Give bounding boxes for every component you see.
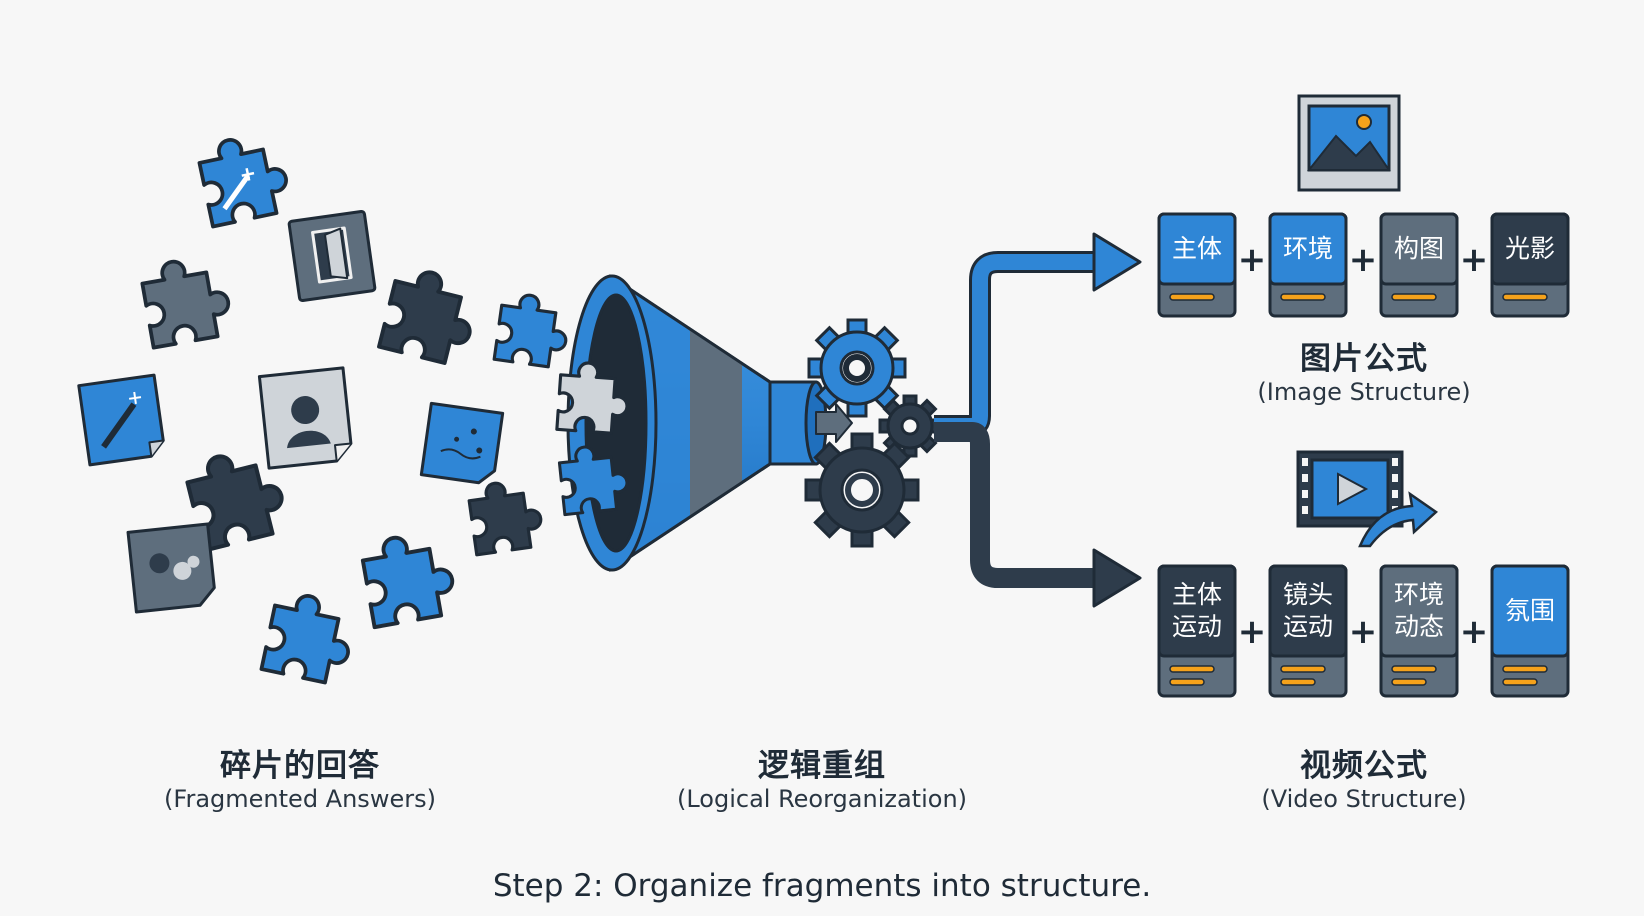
gear-blue-icon [807, 318, 907, 418]
video-icon [1296, 450, 1439, 548]
image-label-1: 主体 [1171, 234, 1222, 263]
puzzle-piece-blue-small [492, 289, 573, 371]
video-label-3: 环境 动态 [1393, 580, 1444, 641]
video-block-1 [1157, 564, 1237, 698]
video-label-2: 镜头 运动 [1282, 580, 1333, 641]
logical-label: 逻辑重组 (Logical Reorganization) [677, 740, 967, 813]
puzzle-piece-blue-mid [357, 527, 460, 630]
puzzle-piece-dark-small [465, 476, 547, 557]
fragmented-label: 碎片的回答 (Fragmented Answers) [164, 740, 436, 813]
video-plus-3: + [1459, 612, 1489, 652]
funnel [555, 274, 853, 572]
video-structure-subtitle: (Video Structure) [1261, 785, 1467, 813]
video-block-4 [1490, 564, 1570, 698]
video-plus-1: + [1237, 612, 1267, 652]
puzzle-piece-dark [377, 262, 484, 370]
video-structure-title: 视频公式 [1300, 748, 1428, 784]
gear-dark-icon [804, 432, 920, 548]
fragmented-title: 碎片的回答 [219, 748, 380, 784]
image-block-4 [1490, 212, 1570, 318]
image-plus-2: + [1348, 240, 1378, 280]
image-block-1 [1157, 212, 1237, 318]
video-block-3 [1379, 564, 1459, 698]
image-structure-title: 图片公式 [1299, 341, 1428, 377]
logical-subtitle: (Logical Reorganization) [676, 785, 968, 813]
smoke-card [126, 522, 216, 614]
video-block-2 [1268, 564, 1348, 698]
puzzle-piece-wand [194, 128, 295, 229]
video-structure-label: 视频公式 (Video Structure) [1261, 740, 1466, 813]
wand-card [77, 373, 165, 467]
image-structure-label: 图片公式 (Image Structure) [1257, 333, 1470, 406]
puzzle-piece-blue-bottom [259, 587, 360, 688]
step-caption: Step 2: Organize fragments into structur… [492, 868, 1152, 904]
image-structure-subtitle: (Image Structure) [1257, 378, 1471, 406]
image-icon [1297, 94, 1401, 192]
image-label-4: 光影 [1504, 234, 1555, 263]
particles-card [419, 401, 505, 485]
image-label-3: 构图 [1393, 234, 1444, 263]
branch-arrows [934, 232, 1142, 608]
gears [804, 318, 942, 548]
door-card [287, 209, 377, 303]
video-label-1: 主体 运动 [1171, 580, 1222, 641]
fragmented-subtitle: (Fragmented Answers) [164, 785, 436, 813]
image-plus-1: + [1237, 240, 1267, 280]
image-formula-blocks [1157, 212, 1570, 318]
image-block-3 [1379, 212, 1459, 318]
logical-title: 逻辑重组 [758, 748, 886, 784]
puzzle-piece-gray [137, 251, 236, 350]
video-formula-blocks [1157, 564, 1570, 698]
image-plus-3: + [1459, 240, 1489, 280]
image-label-2: 环境 [1282, 234, 1333, 263]
video-plus-2: + [1348, 612, 1378, 652]
image-block-2 [1268, 212, 1348, 318]
fragment-pieces [77, 128, 573, 688]
portrait-card [257, 366, 353, 470]
video-label-4: 氛围 [1504, 596, 1555, 625]
